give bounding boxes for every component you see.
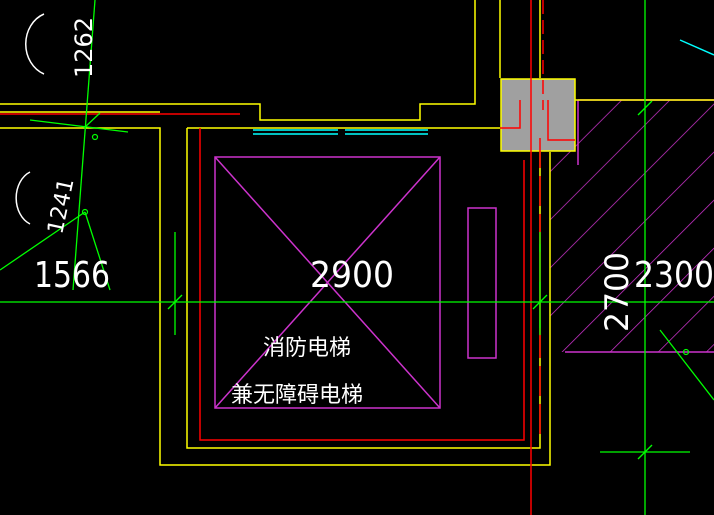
dim-label-2700: 2700 <box>598 252 636 332</box>
elevator-label-line1: 消防电梯 <box>263 336 351 361</box>
dim-label-1241: 1241 <box>43 176 79 236</box>
dim-label-2300: 2300 <box>634 255 714 296</box>
red-axis-lines <box>0 0 575 515</box>
node-markers <box>81 133 690 356</box>
door-lines <box>253 39 714 135</box>
elevator-label-line2: 兼无障碍电梯 <box>231 383 363 408</box>
dim-label-2900: 2900 <box>310 255 394 296</box>
dim-label-1262: 1262 <box>70 17 98 78</box>
elevator-car <box>214 156 497 409</box>
structural-column <box>500 78 576 152</box>
door-swing-arcs <box>15 13 45 225</box>
dim-label-1566: 1566 <box>34 255 110 296</box>
